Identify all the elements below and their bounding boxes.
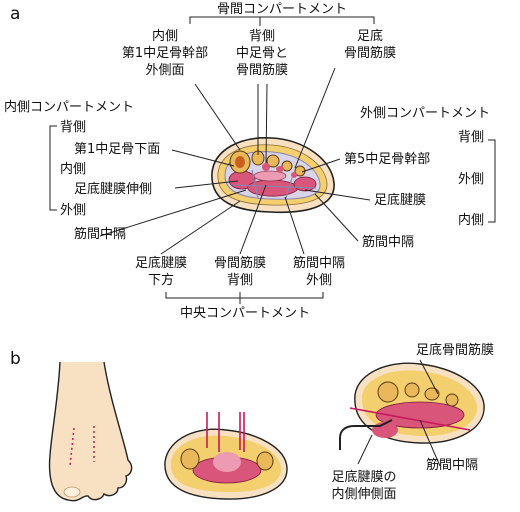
interosseous-medial-line1: 内側 xyxy=(151,29,178,44)
panel-b-intermuscular-septum-label: 筋間中隔 xyxy=(426,458,479,473)
interosseous-muscle-2 xyxy=(276,166,284,172)
foot-dorsal-view xyxy=(48,361,133,502)
plantar-aponeurosis-extension-label: 足底腱膜伸側 xyxy=(74,182,153,197)
leader-lines-a xyxy=(49,16,496,304)
bone-b2-2 xyxy=(404,382,420,398)
interosseous-compartment-title: 骨間コンパートメント xyxy=(216,2,347,17)
foot-cross-section-a xyxy=(211,137,335,214)
lateral-medial-label: 内側 xyxy=(457,213,484,228)
muscle-b1-center xyxy=(213,452,241,472)
medial-lateral-label: 外側 xyxy=(60,203,87,218)
muscle-b2 xyxy=(375,401,465,429)
plantar-interosseous-fascia-label: 足底骨間筋膜 xyxy=(416,343,495,358)
central-dorsal-line1: 骨間筋膜 xyxy=(213,256,266,271)
medial-medial-label: 内側 xyxy=(60,162,87,177)
leader-lines-b xyxy=(357,359,441,467)
interosseous-dorsal-line2: 中足骨と xyxy=(235,46,288,61)
central-muscle-deep-a xyxy=(253,170,287,182)
bone-b1-2 xyxy=(256,451,274,471)
lateral-dorsal-label: 背側 xyxy=(457,130,484,145)
bone-b1-1 xyxy=(180,448,200,470)
drain-lines xyxy=(206,412,245,452)
incision-line-1 xyxy=(69,427,75,467)
first-metatarsal-underside-label: 第1中足骨下面 xyxy=(74,142,161,157)
instrument-forceps xyxy=(339,419,393,450)
interosseous-plantar-line2: 骨間筋膜 xyxy=(343,46,396,61)
third-metatarsal-a xyxy=(266,154,280,168)
lateral-lateral-label: 外側 xyxy=(457,172,484,187)
central-lateral-line1: 筋間中隔 xyxy=(292,256,345,271)
bone-b2-4 xyxy=(445,393,459,407)
bone-b2-1 xyxy=(377,381,399,403)
lateral-compartment-title: 外側コンパートメント xyxy=(360,106,491,121)
septum-lines-a xyxy=(232,169,317,199)
plantar-aponeurosis-medial-line2: 内側伸側面 xyxy=(331,487,397,502)
central-lateral-line2: 外側 xyxy=(305,273,332,288)
interosseous-medial-line2: 第1中足骨幹部 xyxy=(121,46,209,61)
plantar-aponeurosis-label: 足底腱膜 xyxy=(374,193,427,208)
first-metatarsal-marrow-a xyxy=(235,156,245,168)
plantar-aponeurosis-medial-line1: 足底腱膜の xyxy=(331,470,397,485)
interosseous-muscle-1 xyxy=(262,163,270,171)
foot-cross-section-b2 xyxy=(339,362,485,450)
foot-outline xyxy=(48,361,133,502)
interosseous-medial-line3: 外側面 xyxy=(145,63,185,78)
foot-cross-section-b1 xyxy=(164,412,288,500)
medial-compartment-title: 内側コンパートメント xyxy=(4,100,135,115)
interosseous-dorsal-line1: 背側 xyxy=(248,29,275,44)
interosseous-plantar-line1: 足底 xyxy=(356,29,383,44)
central-dorsal-line2: 背側 xyxy=(226,273,253,288)
medial-dorsal-label: 背側 xyxy=(60,120,87,135)
instrument-red xyxy=(349,407,471,431)
central-plantar-line1: 足底腱膜 xyxy=(134,256,187,271)
medial-intermuscular-septum-label: 筋間中隔 xyxy=(74,227,127,242)
panel-letter-a: a xyxy=(10,4,21,24)
interosseous-muscle-3 xyxy=(291,172,297,178)
lateral-intermuscular-septum-label: 筋間中隔 xyxy=(362,235,415,250)
lateral-muscle-a xyxy=(293,176,317,192)
interosseous-dorsal-line3: 骨間筋膜 xyxy=(235,63,288,78)
bone-b2-3 xyxy=(424,387,440,401)
fourth-metatarsal-a xyxy=(281,160,293,172)
central-compartment-title: 中央コンパートメント xyxy=(179,306,310,321)
panel-letter-b: b xyxy=(10,349,21,369)
big-toe-nail xyxy=(63,486,81,498)
central-plantar-line2: 下方 xyxy=(147,273,174,288)
fifth-metatarsal-shaft-label: 第5中足骨幹部 xyxy=(344,152,431,167)
